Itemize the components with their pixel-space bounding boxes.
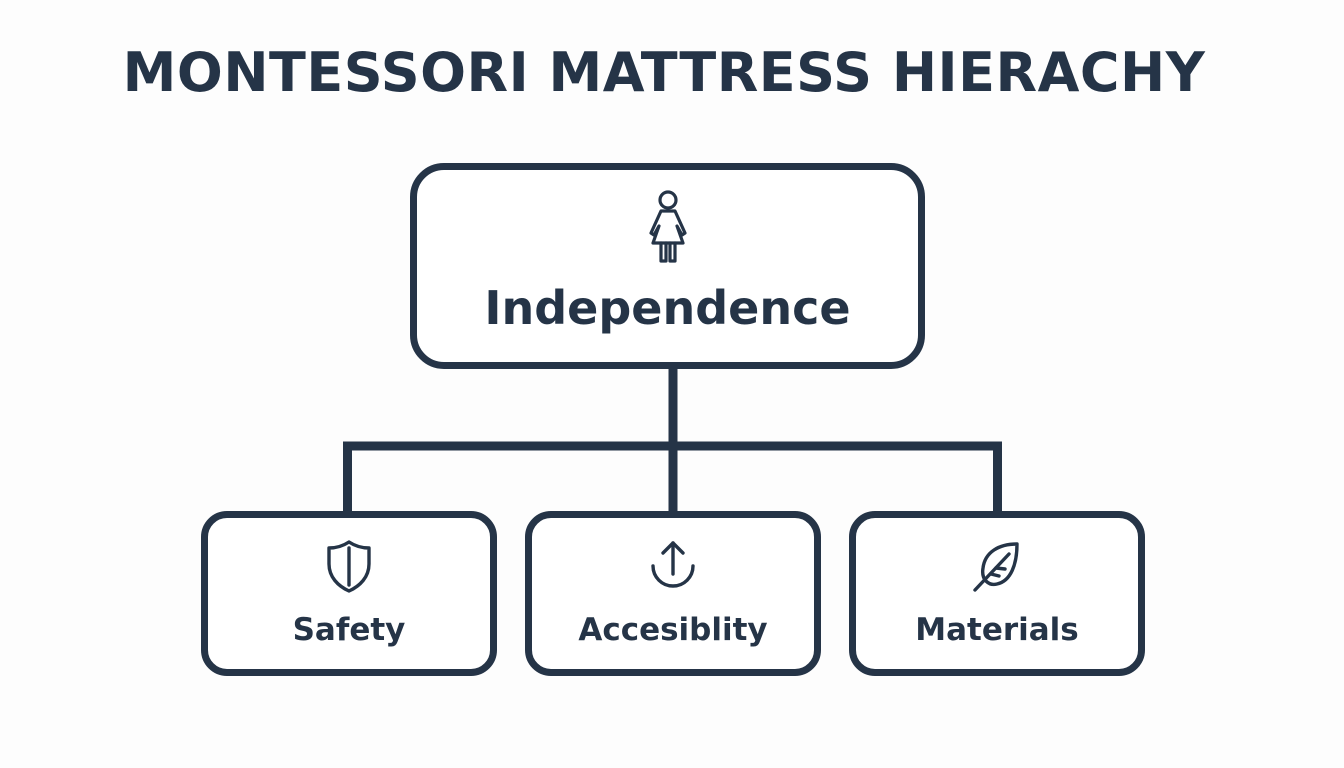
node-accesiblity: Accesiblity [525, 511, 821, 676]
leaf-icon [973, 542, 1019, 592]
diagram-title: MONTESSORI MATTRESS HIERACHY [122, 41, 1206, 104]
child-icon [648, 190, 687, 263]
node-label-safety: Safety [292, 612, 406, 648]
node-materials: Materials [849, 511, 1145, 676]
node-independence: Independence [410, 163, 925, 369]
node-label-materials: Materials [915, 612, 1079, 648]
shield-icon [327, 540, 371, 593]
node-label-independence: Independence [484, 281, 851, 335]
node-safety: Safety [201, 511, 497, 676]
node-label-accesiblity: Accesiblity [578, 612, 768, 648]
arrow-up-icon [651, 541, 695, 588]
